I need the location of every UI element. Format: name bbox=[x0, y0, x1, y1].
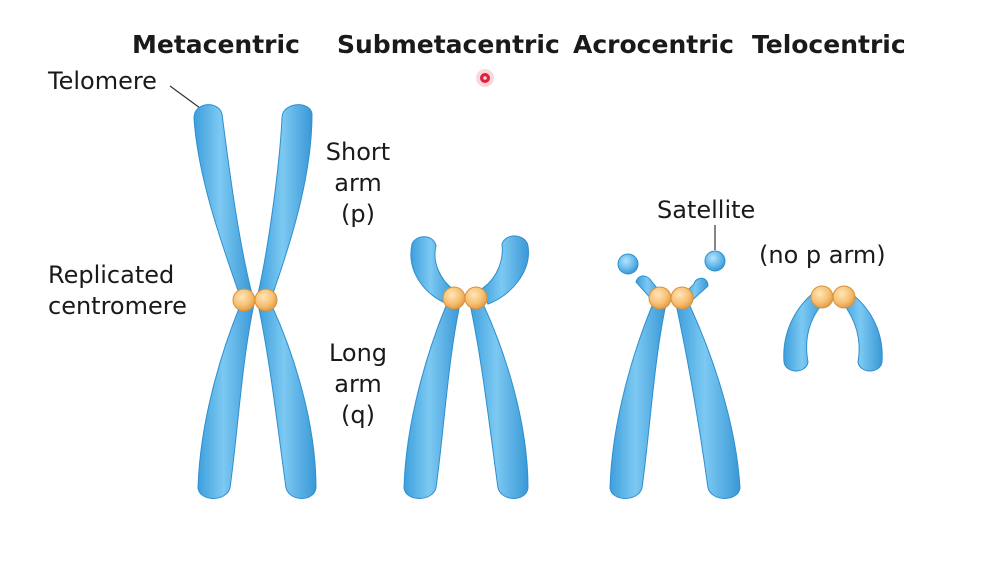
label-centromere-line2: centromere bbox=[48, 292, 187, 320]
acrocentric-centromere-left bbox=[648, 286, 672, 310]
telocentric-left-arm bbox=[783, 293, 825, 372]
acrocentric-chromosome bbox=[609, 250, 741, 499]
telocentric-centromere-right bbox=[832, 285, 856, 309]
submetacentric-left-long-arm bbox=[403, 303, 461, 499]
telocentric-centromere-left bbox=[810, 285, 834, 309]
metacentric-left-short-arm bbox=[193, 104, 253, 303]
label-replicated-centromere: Replicated centromere bbox=[48, 260, 187, 322]
cursor-dot-icon bbox=[476, 69, 494, 87]
title-telocentric: Telocentric bbox=[752, 30, 906, 59]
submetacentric-left-short-arm bbox=[410, 236, 455, 305]
acrocentric-satellite-left bbox=[617, 253, 639, 275]
metacentric-right-long-arm bbox=[257, 303, 317, 499]
title-submetacentric: Submetacentric bbox=[337, 30, 560, 59]
telocentric-chromosome bbox=[783, 285, 883, 372]
submetacentric-centromere-right bbox=[464, 286, 488, 310]
title-acrocentric: Acrocentric bbox=[573, 30, 734, 59]
label-satellite: Satellite bbox=[657, 196, 756, 224]
label-short-arm: Short arm (p) bbox=[318, 137, 398, 230]
label-short-arm-line2: arm bbox=[334, 169, 382, 197]
acrocentric-left-long-arm bbox=[609, 303, 667, 499]
acrocentric-right-long-arm bbox=[675, 303, 741, 499]
label-short-arm-line3: (p) bbox=[341, 200, 375, 228]
submetacentric-chromosome bbox=[403, 235, 529, 499]
metacentric-right-short-arm bbox=[257, 104, 313, 303]
submetacentric-right-short-arm bbox=[479, 235, 529, 305]
label-long-arm-line3: (q) bbox=[341, 401, 375, 429]
label-long-arm-line2: arm bbox=[334, 370, 382, 398]
acrocentric-satellite-right bbox=[704, 250, 726, 272]
title-metacentric: Metacentric bbox=[132, 30, 300, 59]
metacentric-centromere-left bbox=[232, 288, 256, 312]
telocentric-right-arm bbox=[841, 293, 883, 372]
acrocentric-centromere-right bbox=[670, 286, 694, 310]
label-no-p-arm: (no p arm) bbox=[759, 241, 886, 269]
label-long-arm: Long arm (q) bbox=[318, 338, 398, 431]
label-centromere-line1: Replicated bbox=[48, 261, 175, 289]
label-long-arm-line1: Long bbox=[328, 339, 388, 367]
submetacentric-right-long-arm bbox=[469, 303, 529, 499]
metacentric-chromosome bbox=[193, 104, 317, 499]
label-telomere: Telomere bbox=[48, 67, 157, 95]
submetacentric-centromere-left bbox=[442, 286, 466, 310]
metacentric-centromere-right bbox=[254, 288, 278, 312]
telomere-leader-line bbox=[169, 85, 201, 109]
metacentric-left-long-arm bbox=[197, 303, 255, 499]
label-short-arm-line1: Short bbox=[325, 138, 391, 166]
